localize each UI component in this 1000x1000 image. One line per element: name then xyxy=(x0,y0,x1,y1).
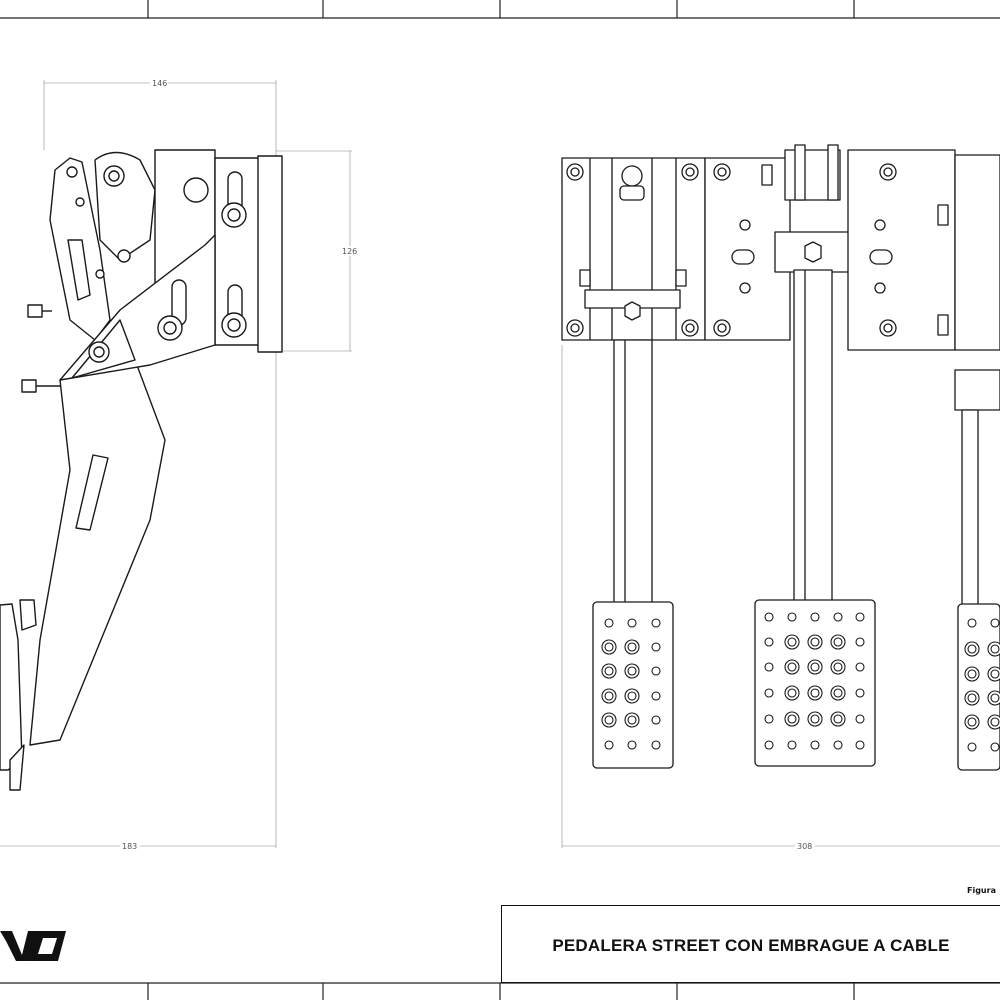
pad-hole-inner xyxy=(990,669,1000,679)
pedal-foot xyxy=(0,603,23,771)
pad-hole xyxy=(855,740,865,750)
dim-side-width-bottom: 183 xyxy=(122,842,137,851)
pad-hole xyxy=(764,688,774,698)
pad-hole-inner xyxy=(990,693,1000,703)
dim-side-width-top: 146 xyxy=(152,79,167,88)
arm-slot xyxy=(75,454,109,531)
pad-hole-inner xyxy=(604,642,614,652)
pad-hole xyxy=(651,642,661,652)
pad-hole xyxy=(651,715,661,725)
pad-hole xyxy=(855,662,865,672)
pad-hole xyxy=(810,612,820,622)
hex-nut xyxy=(624,301,641,321)
pad-hole xyxy=(967,742,977,752)
pad-hole xyxy=(833,740,843,750)
brand-logo xyxy=(0,931,66,961)
pad-hole xyxy=(855,612,865,622)
front-view xyxy=(561,144,1000,848)
dimension-labels: 146 126 183 308 xyxy=(120,78,815,851)
pedal-stalks xyxy=(613,269,979,606)
middle-plate xyxy=(704,157,791,341)
pad-hole xyxy=(764,662,774,672)
pad-hole-inner xyxy=(787,637,797,647)
pad-holes xyxy=(601,612,1000,752)
pad-hole-inner xyxy=(967,693,977,703)
pad-hole-inner xyxy=(810,714,820,724)
pad-hole-inner xyxy=(990,644,1000,654)
figure-label: Figura xyxy=(967,886,996,895)
pivot-block xyxy=(94,151,156,261)
center-hex-nut xyxy=(804,241,822,263)
side-view xyxy=(0,80,352,848)
pad-hole-inner xyxy=(604,715,614,725)
pad-hole-inner xyxy=(810,688,820,698)
pad-hole xyxy=(764,637,774,647)
pad-hole xyxy=(967,618,977,628)
pad-hole-inner xyxy=(833,714,843,724)
pad-hole-inner xyxy=(627,642,637,652)
pad-hole xyxy=(833,612,843,622)
pad-hole xyxy=(604,740,614,750)
pad-hole xyxy=(651,618,661,628)
pad-hole-inner xyxy=(810,662,820,672)
pad-hole xyxy=(764,714,774,724)
pad-hole xyxy=(651,691,661,701)
pad-hole xyxy=(651,740,661,750)
pad-hole xyxy=(855,714,865,724)
side-bolts xyxy=(21,304,60,393)
pad-hole xyxy=(787,740,797,750)
title-block: PEDALERA STREET CON EMBRAGUE A CABLE xyxy=(501,905,1000,983)
pad-hole-inner xyxy=(604,691,614,701)
pad-hole-inner xyxy=(967,644,977,654)
pad-hole xyxy=(627,618,637,628)
pad-hole xyxy=(651,666,661,676)
pad-hole xyxy=(764,612,774,622)
pad-hole-inner xyxy=(787,688,797,698)
pad-hole-inner xyxy=(990,717,1000,727)
front-dimension-lines xyxy=(561,345,1000,848)
pad-hole-inner xyxy=(604,666,614,676)
dim-side-height: 126 xyxy=(342,247,357,256)
pad-hole-inner xyxy=(967,717,977,727)
pad-hole-inner xyxy=(833,637,843,647)
pad-hole xyxy=(604,618,614,628)
pedal-arm xyxy=(29,359,166,746)
pad-hole xyxy=(787,612,797,622)
pad-hole xyxy=(627,740,637,750)
pad-hole-inner xyxy=(627,691,637,701)
pad-hole-inner xyxy=(833,688,843,698)
pad-hole-inner xyxy=(787,714,797,724)
dim-front-width: 308 xyxy=(797,842,812,851)
pad-hole-inner xyxy=(810,637,820,647)
pad-hole xyxy=(990,742,1000,752)
pad-hole-inner xyxy=(627,666,637,676)
drawing-title: PEDALERA STREET CON EMBRAGUE A CABLE xyxy=(552,936,950,955)
pad-hole xyxy=(855,637,865,647)
pad-hole xyxy=(764,740,774,750)
pad-hole-inner xyxy=(627,715,637,725)
pad-hole xyxy=(855,688,865,698)
pad-hole xyxy=(810,740,820,750)
pad-hole xyxy=(990,618,1000,628)
pad-hole-inner xyxy=(833,662,843,672)
pad-hole-inner xyxy=(967,669,977,679)
pad-hole-inner xyxy=(787,662,797,672)
